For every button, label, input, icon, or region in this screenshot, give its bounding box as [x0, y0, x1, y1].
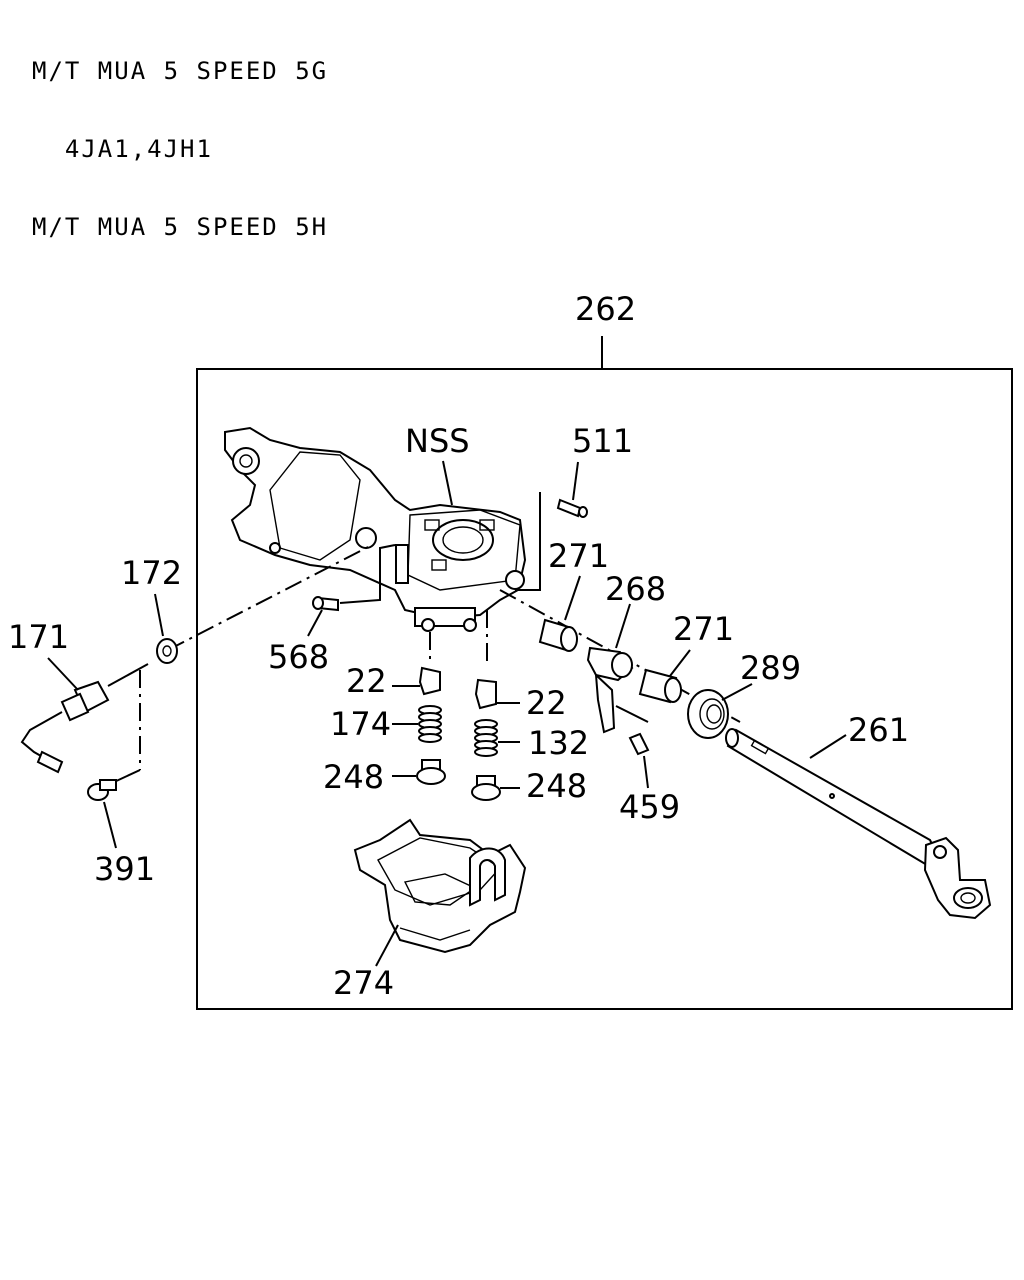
- pin-511-bracket: [515, 492, 541, 591]
- label-248-right: 248: [526, 767, 587, 805]
- plug-248-left: [416, 759, 446, 785]
- header-line-2: 4JA1,4JH1: [32, 135, 213, 163]
- bolt-391: [87, 779, 117, 801]
- label-174: 174: [330, 705, 391, 743]
- label-511: 511: [572, 422, 633, 460]
- label-459: 459: [619, 788, 680, 826]
- leader-172: [154, 593, 164, 637]
- lever-pin-line: [615, 705, 649, 723]
- centerline-switch: [167, 544, 373, 651]
- header-line-1: M/T MUA 5 SPEED 5G: [32, 57, 329, 85]
- bushing-271-right: [638, 668, 682, 704]
- leader-268: [615, 603, 631, 649]
- leader-271-right: [669, 649, 691, 677]
- label-271-left: 271: [548, 537, 609, 575]
- diagram-header: M/T MUA 5 SPEED 5G 4JA1,4JH1 M/T MUA 5 S…: [32, 6, 328, 266]
- control-housing: [224, 426, 527, 632]
- plug-248-right: [471, 775, 501, 801]
- leader-171: [47, 657, 79, 691]
- bearing-289: [687, 689, 729, 739]
- plug-568-bracket: [339, 544, 396, 604]
- spring-132: [474, 719, 498, 757]
- label-132: 132: [528, 724, 589, 762]
- label-248-left: 248: [323, 758, 384, 796]
- leader-511: [572, 461, 579, 501]
- label-568: 568: [268, 638, 329, 676]
- label-271-right: 271: [673, 610, 734, 648]
- label-289: 289: [740, 649, 801, 687]
- bushing-271-left: [538, 618, 578, 652]
- pin-459: [628, 732, 650, 756]
- leader-271-left: [564, 575, 581, 621]
- cover-274: [353, 818, 527, 954]
- header-line-3: M/T MUA 5 SPEED 5H: [32, 213, 329, 241]
- label-274: 274: [333, 964, 394, 1002]
- label-262: 262: [575, 290, 636, 328]
- leader-289: [721, 683, 753, 701]
- label-22-right: 22: [526, 684, 567, 722]
- pin-511: [556, 498, 588, 518]
- switch-171: [20, 680, 110, 774]
- label-22-left: 22: [346, 662, 387, 700]
- label-391: 391: [94, 850, 155, 888]
- leader-391: [103, 801, 117, 849]
- assembly-frame: [196, 368, 1013, 1010]
- label-nss: NSS: [405, 422, 470, 460]
- leader-459: [643, 755, 649, 789]
- detent-pin-22-left: [418, 666, 441, 696]
- leader-274: [375, 924, 399, 967]
- label-171: 171: [8, 618, 69, 656]
- spring-174: [418, 705, 442, 743]
- leader-261: [809, 734, 847, 759]
- leader-568: [307, 609, 323, 637]
- lever-268: [586, 646, 634, 734]
- plug-568: [312, 596, 339, 612]
- label-261: 261: [848, 711, 909, 749]
- washer-172: [156, 638, 178, 664]
- label-172: 172: [121, 554, 182, 592]
- leader-nss: [442, 460, 453, 506]
- label-268: 268: [605, 570, 666, 608]
- shaft-261: [725, 728, 992, 920]
- detent-pin-22-right: [474, 678, 497, 710]
- switch-to-washer-line: [107, 663, 149, 687]
